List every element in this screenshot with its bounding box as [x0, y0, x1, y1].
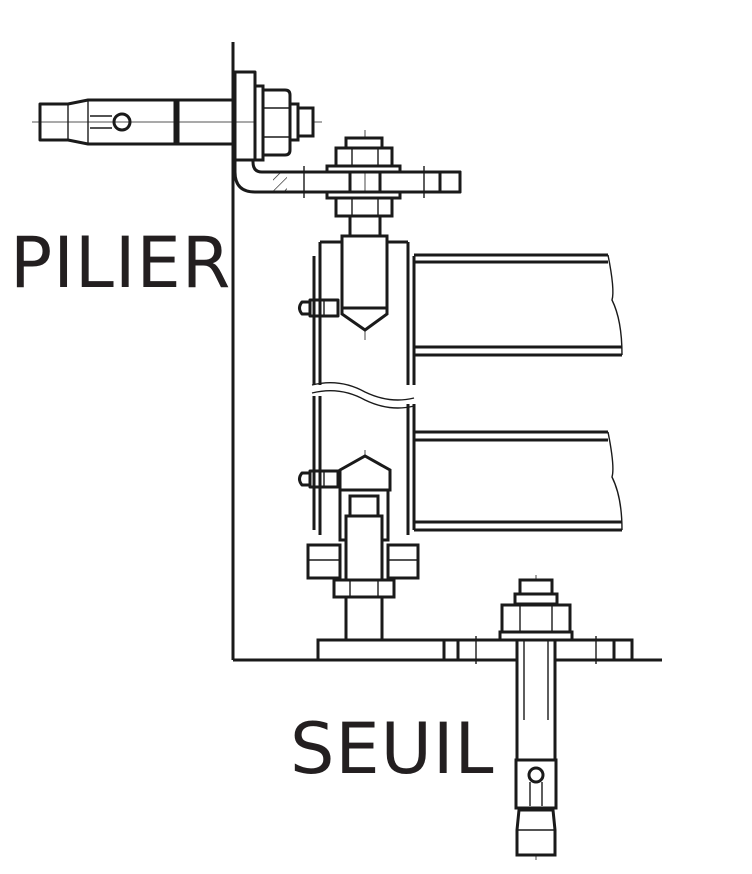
gate-beam-upper — [414, 253, 623, 357]
pillar-label: PILIER — [10, 222, 232, 304]
angle-bracket — [233, 160, 462, 198]
sill-anchor-bolt — [442, 575, 634, 860]
lower-hinge-pin — [306, 450, 460, 662]
sill-label: SEUIL — [290, 708, 495, 790]
gate-beam-lower — [414, 430, 623, 532]
grease-nipple-upper — [298, 298, 340, 318]
upper-hinge-pin — [325, 130, 402, 340]
hinge-tube — [311, 240, 416, 535]
grease-nipple-lower — [298, 469, 340, 489]
pillar-anchor-bolt — [32, 70, 322, 162]
